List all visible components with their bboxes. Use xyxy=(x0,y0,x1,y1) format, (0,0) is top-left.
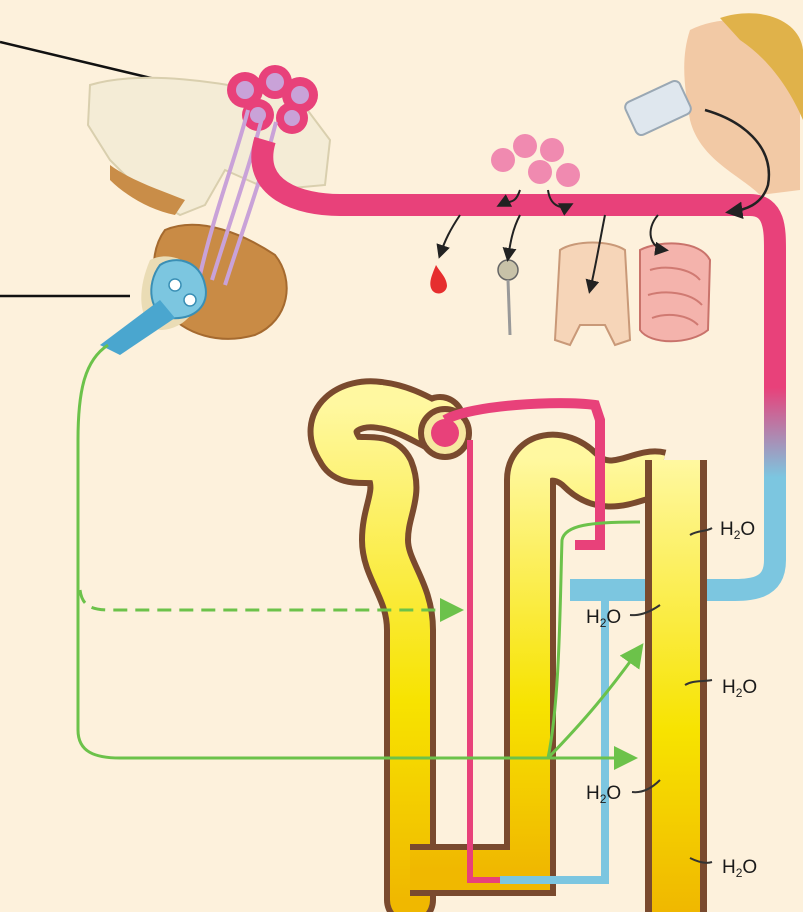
water-label-5: H2O xyxy=(722,858,757,879)
nephron-tubule xyxy=(334,404,707,912)
water-label-1: H2O xyxy=(720,520,755,541)
water-label-4: H2O xyxy=(586,784,621,805)
gland-organ xyxy=(498,260,518,335)
vasa-recta-pink xyxy=(470,440,500,880)
water-label-2: H2O xyxy=(586,608,621,629)
intestines-illustration xyxy=(640,243,710,341)
woman-drinking-illustration xyxy=(623,13,803,212)
body-cells xyxy=(491,134,580,187)
sweat-drop xyxy=(430,265,447,293)
water-label-3: H2O xyxy=(722,678,757,699)
torso-illustration xyxy=(555,243,630,346)
